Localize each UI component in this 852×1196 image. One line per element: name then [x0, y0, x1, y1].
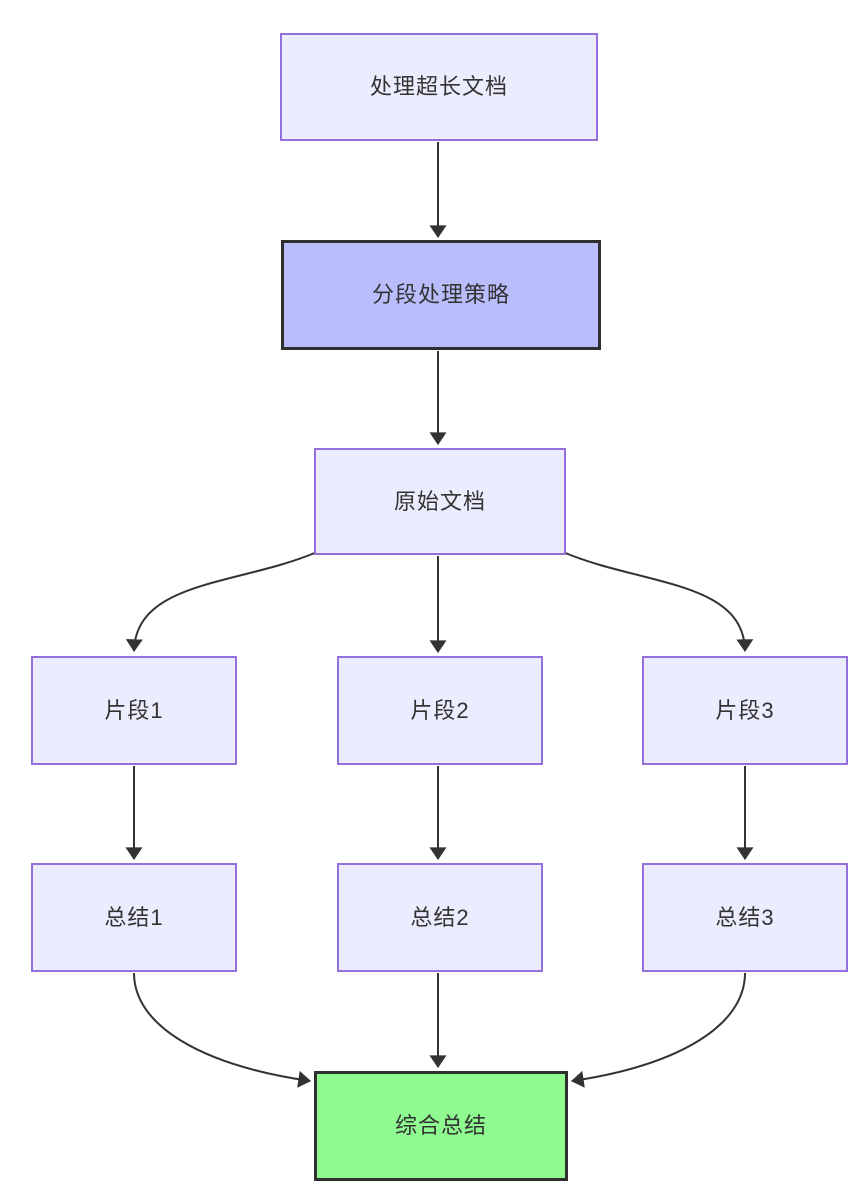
- edge-C-P3: [562, 551, 754, 653]
- node-combined-summary: 综合总结: [314, 1071, 568, 1181]
- node-summary-1: 总结1: [31, 863, 237, 972]
- edge-C-P1: [125, 551, 318, 653]
- node-fragment-3: 片段3: [642, 656, 848, 765]
- node-summary-2: 总结2: [337, 863, 543, 972]
- edge-S1-D: [133, 972, 312, 1088]
- node-fragment-1: 片段1: [31, 656, 237, 765]
- node-original-document: 原始文档: [314, 448, 566, 555]
- node-segmentation-strategy: 分段处理策略: [281, 240, 601, 350]
- node-summary-3: 总结3: [642, 863, 848, 972]
- node-fragment-2: 片段2: [337, 656, 543, 765]
- node-process-long-document: 处理超长文档: [280, 33, 598, 141]
- edge-S3-D: [570, 972, 746, 1088]
